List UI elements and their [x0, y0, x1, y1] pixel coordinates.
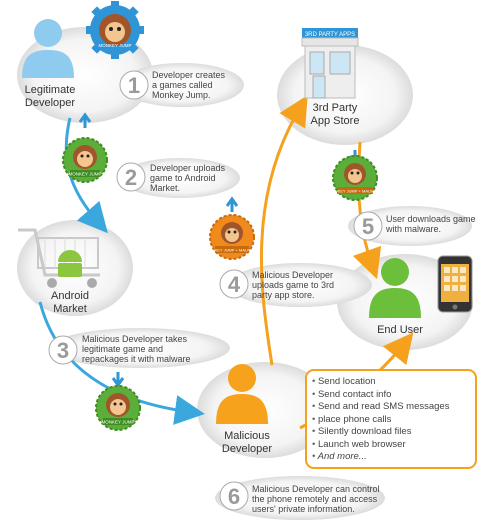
badge-step5-caption: MONKEY JUMP + MALWARE [328, 189, 382, 194]
step5-halo [348, 206, 472, 246]
step-number-circles [48, 70, 383, 511]
step5-description: User downloads game with malware. [386, 214, 476, 234]
legitimate-developer-person-icon [22, 19, 74, 78]
step1-halo [120, 63, 244, 107]
malicious-developer-person-icon [216, 364, 268, 424]
malware-action-item: Silently download files [312, 426, 466, 439]
step1-description: Developer creates a games called Monkey … [152, 70, 226, 100]
step2-number: 2 [125, 165, 137, 190]
step6-halo [215, 476, 385, 520]
malware-action-item: Send location [312, 376, 466, 389]
android-market-label: Android Market [51, 290, 89, 315]
step3-description: Malicious Developer takes legitimate gam… [82, 334, 191, 364]
monkey-jump-malware-badge-step5-icon [332, 150, 378, 201]
end-user-person-icon [369, 258, 421, 318]
step6-number: 6 [228, 484, 240, 509]
step3-halo [50, 328, 230, 368]
step6-description: Malicious Developer can control the phon… [252, 484, 380, 514]
malware-action-item: And more... [312, 451, 466, 464]
step3-number: 3 [57, 338, 69, 363]
step1-number: 1 [128, 73, 140, 98]
step2-description: Developer uploads game to Android Market… [150, 163, 226, 193]
monkey-jump-badge-green-icon [62, 112, 108, 183]
blue-arrow-market-to-malicious [38, 301, 205, 425]
step4-description: Malicious Developer uploads game to 3rd … [252, 270, 335, 300]
gear-monkey-jump-badge-icon [86, 1, 144, 59]
android-market-cart-icon [18, 228, 100, 288]
malware-actions-list: Send location Send contact info Send and… [312, 376, 466, 464]
step2-halo [120, 158, 240, 198]
orange-arrow-malicious-to-store [259, 95, 308, 366]
badge-step2-caption: MONKEY JUMP [69, 172, 102, 177]
app-store-building-icon [301, 28, 359, 99]
malware-action-item: place phone calls [312, 414, 466, 427]
badge-step1-caption: MONKEY JUMP [99, 43, 132, 48]
step5-number: 5 [362, 214, 374, 239]
badge-step3-caption: MONKEY JUMP [102, 420, 135, 425]
end-user-label: End User [377, 324, 423, 336]
smartphone-icon [437, 255, 473, 313]
legitimate-developer-label: Legitimate Developer [24, 84, 76, 109]
malicious-developer-label: Malicious Developer [221, 430, 273, 455]
monkey-jump-malware-badge-step4-icon [209, 196, 255, 260]
badge-step4-caption: MONKEY JUMP + MALWARE [205, 248, 259, 253]
malware-action-item: Send and read SMS messages [312, 401, 466, 414]
app-store-label: 3rd Party App Store [310, 102, 360, 127]
store-sign-text: 3RD PARTY APPS [305, 32, 355, 38]
malware-action-item: Send contact info [312, 389, 466, 402]
monkey-jump-badge-step3-icon [95, 372, 141, 431]
orange-arrow-store-to-user [352, 141, 382, 280]
step4-number: 4 [228, 272, 241, 297]
malware-action-item: Launch web browser [312, 439, 466, 452]
